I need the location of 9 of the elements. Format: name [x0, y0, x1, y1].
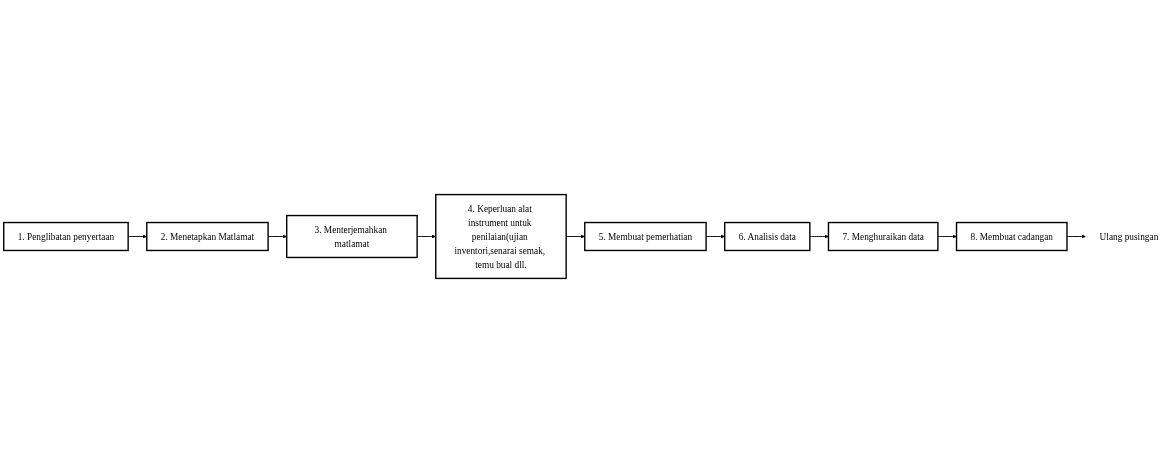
node-box: 3. Menterjemahkan matlamat [286, 214, 418, 259]
node-box: 1. Penglibatan penyertaan [3, 221, 129, 252]
node-box: 8. Membuat cadangan [955, 221, 1068, 252]
node-box: 4. Keperluan alat instrument untuk penilaian(ujian inventori,senarai semak, temu bual dll. [435, 193, 567, 280]
node-text: Ulang pusingan [1099, 231, 1159, 242]
node-box: 6. Analisis data [724, 221, 811, 252]
node-box: 5. Membuat pemerhatian [584, 221, 707, 252]
node-box: 7. Menghuraikan data [827, 221, 939, 252]
node-box: 2. Menetapkan Matlamat [146, 221, 269, 252]
